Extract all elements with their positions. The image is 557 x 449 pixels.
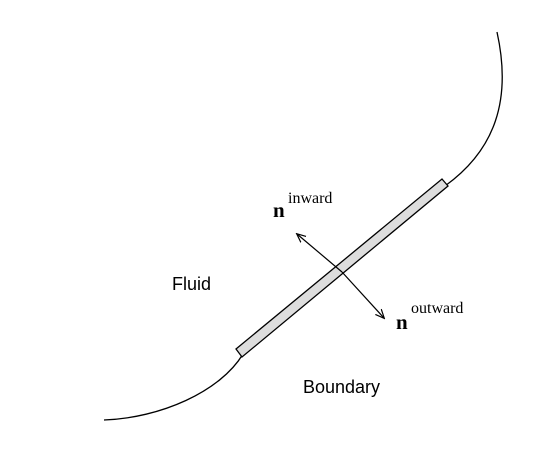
- boundary-element: [235, 178, 449, 358]
- inward-normal-arrow: [297, 234, 343, 273]
- boundary-curve-upper: [444, 31, 503, 187]
- outward-normal-symbol: n: [396, 310, 408, 334]
- inward-normal-superscript: inward: [288, 190, 332, 207]
- boundary-label: Boundary: [303, 377, 380, 397]
- outward-normal-arrow: [341, 271, 384, 318]
- fluid-label: Fluid: [172, 274, 211, 294]
- boundary-curve-lower: [103, 353, 244, 421]
- inward-normal-symbol: n: [273, 198, 285, 222]
- outward-normal-superscript: outward: [411, 300, 463, 317]
